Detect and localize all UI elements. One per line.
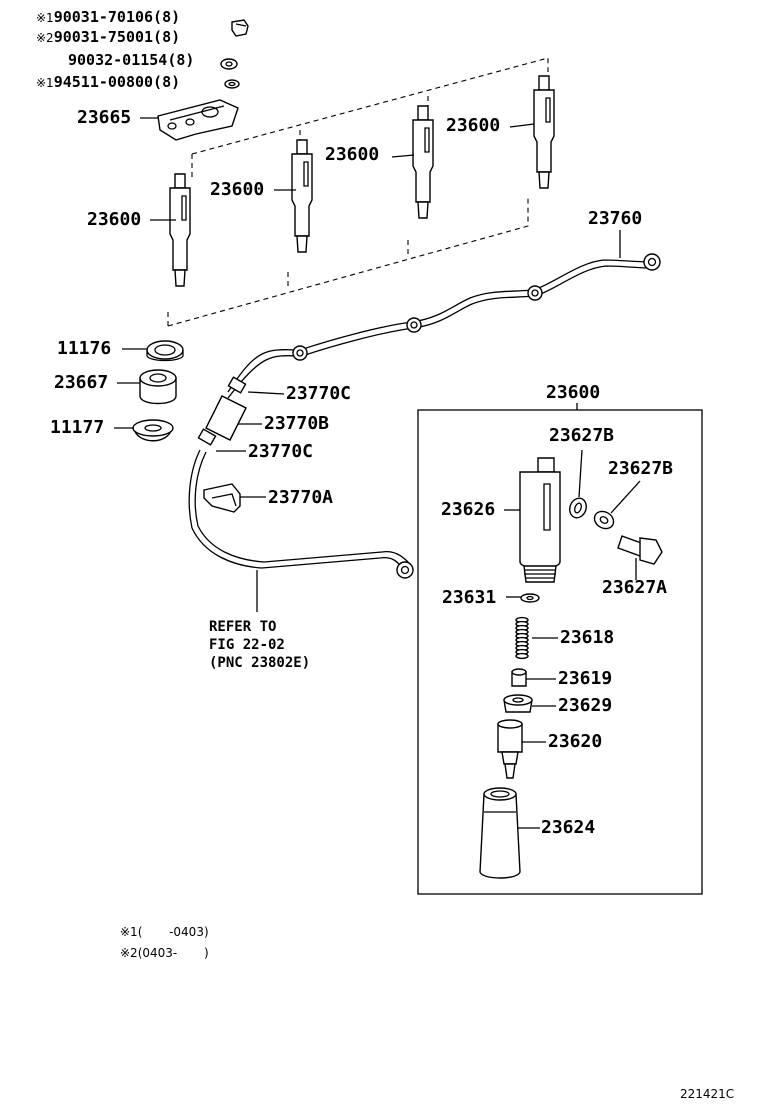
parts-list-number: 94511-00800 [53, 73, 154, 91]
callout-injector-4: 23600 [446, 115, 501, 136]
parts-list-number: 90032-01154 [68, 51, 168, 69]
injector-1-drawing [169, 173, 191, 287]
injector-detail-box [417, 409, 703, 895]
washer-a-drawing [569, 497, 587, 519]
return-hose-drawing [188, 376, 414, 579]
retaining-nut-drawing [479, 787, 521, 879]
callout-washer-a: 23627B [549, 425, 615, 446]
washer-icon-1 [220, 58, 238, 70]
injectors-group [169, 75, 555, 287]
nozzle-drawing [497, 719, 523, 779]
callout-gasket-lower: 11177 [50, 417, 105, 438]
shim-drawing [520, 593, 540, 603]
parts-list-mark: ※1 [36, 11, 54, 25]
callout-clamp: 23770A [268, 487, 334, 508]
parts-list-qty: (8) [153, 8, 181, 26]
spacer-drawing [503, 694, 533, 713]
callout-nozzle: 23620 [548, 731, 603, 752]
clamp-drawing [203, 483, 241, 513]
injector-2-drawing [291, 139, 313, 253]
footnote-mark: ※2 [120, 946, 138, 960]
injector-4-leader [509, 123, 535, 128]
injector-3-drawing [412, 105, 434, 219]
parts-list-mark: ※1 [36, 76, 54, 90]
callout-seat: 23667 [54, 372, 109, 393]
callout-union-upper: 23770C [286, 383, 352, 404]
washer-a-leader [578, 449, 583, 498]
callout-injector-3: 23600 [325, 144, 380, 165]
callout-shim: 23631 [442, 587, 497, 608]
callout-union-lower: 23770C [248, 441, 314, 462]
pressure-pin-drawing [511, 668, 527, 687]
gasket-lower-drawing [132, 419, 174, 442]
footnote-2: ※2(0403- ) [120, 947, 209, 959]
footnote-range: (0403- ) [137, 946, 209, 960]
gasket-upper-drawing [146, 340, 184, 362]
eye-bolt-drawing [617, 535, 663, 565]
callout-body: 23626 [441, 499, 496, 520]
assembly-guide-lines [167, 57, 549, 327]
parts-list-qty: (8) [167, 51, 195, 69]
callout-injector-2: 23600 [210, 179, 265, 200]
refer-note-line-1: REFER TO [209, 619, 277, 635]
parts-list-number: 90031-75001 [53, 28, 154, 46]
seat-drawing [139, 369, 177, 405]
injector-bracket-drawing [157, 99, 239, 141]
callout-gasket-upper: 11176 [57, 338, 112, 359]
parts-list-number: 90031-70106 [53, 8, 154, 26]
parts-list-row-2: ※290031-75001(8) [36, 30, 180, 45]
parts-list-mark: ※2 [36, 31, 54, 45]
callout-washer-b: 23627B [608, 458, 674, 479]
washer-icon-2 [224, 79, 240, 89]
leak-pipe-drawing [227, 253, 661, 399]
refer-note: REFER TO FIG 22-02 (PNC 23802E) [209, 618, 310, 672]
callout-spacer: 23629 [558, 695, 613, 716]
injector-body-drawing [519, 457, 561, 583]
callout-retaining-nut: 23624 [541, 817, 596, 838]
footnote-range: ( -0403) [137, 925, 209, 939]
footnote-mark: ※1 [120, 925, 138, 939]
union-upper-leader [247, 391, 285, 395]
parts-list-qty: (8) [153, 73, 181, 91]
spring-drawing [515, 616, 529, 660]
parts-list-row-4: ※194511-00800(8) [36, 75, 180, 90]
washer-b-leader [610, 480, 641, 514]
parts-list-qty: (8) [153, 28, 181, 46]
callout-detail-box-title: 23600 [546, 382, 601, 403]
parts-list-row-1: ※190031-70106(8) [36, 10, 180, 25]
refer-note-line-2: FIG 22-02 [209, 637, 285, 653]
callout-spring: 23618 [560, 627, 615, 648]
callout-eye-bolt: 23627A [602, 577, 668, 598]
injector-3-leader [391, 154, 415, 158]
injector-4-drawing [533, 75, 555, 189]
washer-b-drawing [593, 510, 615, 530]
callout-injector-1: 23600 [87, 209, 142, 230]
nut-icon [231, 19, 249, 37]
callout-leak-pipe: 23760 [588, 208, 643, 229]
figure-id: 221421C [680, 1087, 735, 1101]
footnote-1: ※1( -0403) [120, 926, 209, 938]
callout-hose: 23770B [264, 413, 330, 434]
refer-note-line-3: (PNC 23802E) [209, 655, 311, 671]
callout-bracket: 23665 [77, 107, 132, 128]
parts-list-row-3: 90032-01154(8) [68, 53, 194, 68]
callout-pressure-pin: 23619 [558, 668, 613, 689]
